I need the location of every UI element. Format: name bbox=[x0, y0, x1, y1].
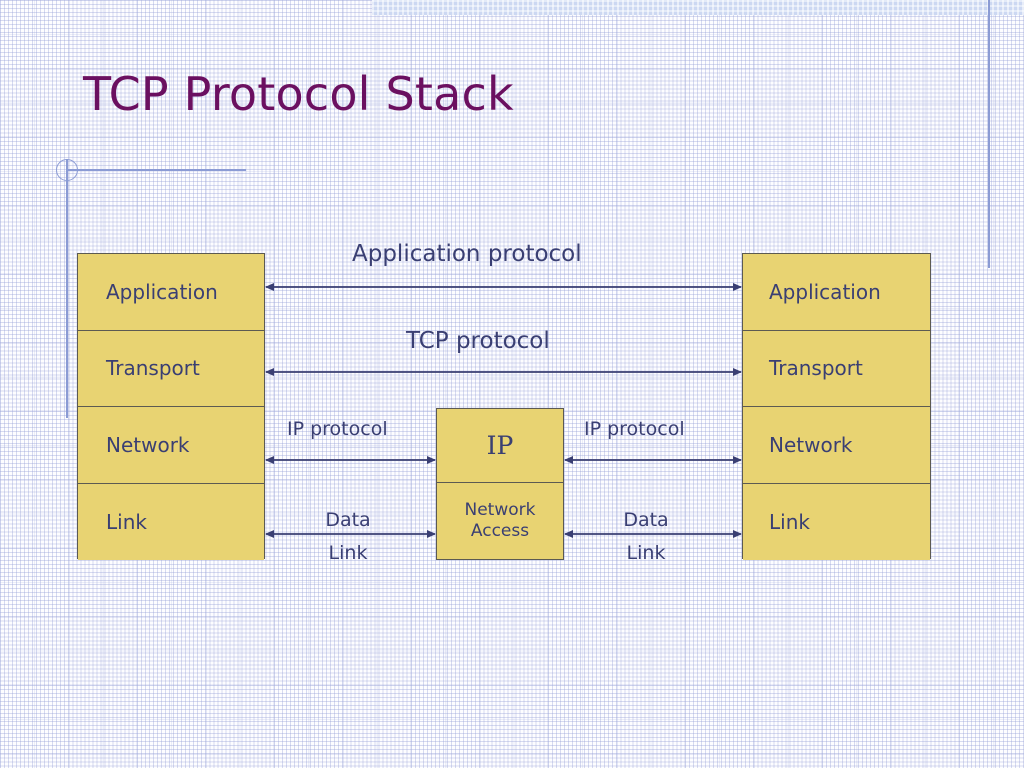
router-layer-network-access[interactable]: Network Access bbox=[437, 483, 563, 559]
label-ip-protocol-left: IP protocol bbox=[287, 418, 388, 440]
right-layer-application[interactable]: Application bbox=[743, 254, 930, 331]
right-layer-network-label: Network bbox=[769, 432, 853, 457]
left-layer-transport-label: Transport bbox=[106, 356, 200, 381]
right-layer-transport-label: Transport bbox=[769, 356, 863, 381]
left-layer-link[interactable]: Link bbox=[78, 483, 264, 560]
router-layer-ip-label: IP bbox=[486, 431, 514, 460]
left-vertical-rule bbox=[66, 159, 68, 418]
label-tcp-protocol: TCP protocol bbox=[406, 328, 550, 354]
right-layer-link-label: Link bbox=[769, 509, 810, 534]
label-application-protocol: Application protocol bbox=[352, 241, 582, 267]
router-layer-network-access-label-line2: Access bbox=[470, 521, 530, 541]
page-title: TCP Protocol Stack bbox=[83, 67, 514, 121]
title-underline-rule bbox=[67, 169, 246, 171]
left-layer-network-label: Network bbox=[106, 432, 190, 457]
left-layer-link-label: Link bbox=[106, 509, 147, 534]
right-layer-link[interactable]: Link bbox=[743, 483, 930, 560]
label-data-link-right-line2: Link bbox=[626, 542, 666, 565]
right-vertical-rule bbox=[988, 0, 990, 268]
right-layer-application-label: Application bbox=[769, 279, 881, 304]
center-router-node: IP Network Access bbox=[436, 408, 564, 560]
router-layer-network-access-label-line1: Network bbox=[464, 499, 536, 520]
label-data-link-right: Data Link bbox=[598, 504, 694, 571]
label-ip-protocol-right: IP protocol bbox=[584, 418, 685, 440]
right-layer-network[interactable]: Network bbox=[743, 407, 930, 484]
router-layer-ip[interactable]: IP bbox=[437, 409, 563, 483]
left-protocol-stack: Application Transport Network Link bbox=[77, 253, 265, 560]
right-layer-transport[interactable]: Transport bbox=[743, 330, 930, 407]
label-data-link-left-line2: Link bbox=[328, 542, 368, 565]
top-decorative-band bbox=[372, 0, 1024, 15]
label-data-link-left: Data Link bbox=[300, 504, 396, 571]
left-layer-application-label: Application bbox=[106, 279, 218, 304]
left-layer-application[interactable]: Application bbox=[78, 254, 264, 331]
label-data-link-left-line1: Data bbox=[325, 509, 371, 531]
left-layer-transport[interactable]: Transport bbox=[78, 330, 264, 407]
right-protocol-stack: Application Transport Network Link bbox=[742, 253, 931, 560]
left-layer-network[interactable]: Network bbox=[78, 407, 264, 484]
label-data-link-right-line1: Data bbox=[623, 509, 669, 531]
